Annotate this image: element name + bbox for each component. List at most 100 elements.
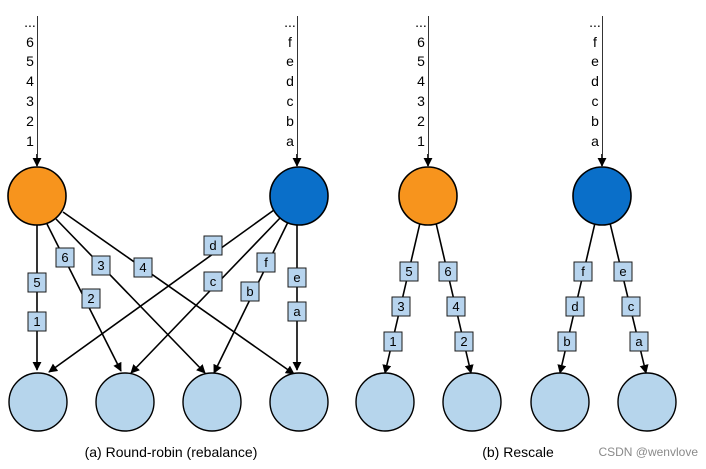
edge-tag-label: 1 xyxy=(389,334,396,349)
edge-tag-label: 1 xyxy=(33,314,40,329)
watermark: CSDN @wenvlove xyxy=(598,445,698,459)
edge-tag: e xyxy=(287,267,307,288)
edge-orange-to-target-3 xyxy=(55,218,206,374)
stream-item: ... xyxy=(415,14,427,30)
edge-tag: 4 xyxy=(446,296,466,317)
edge-tag-label: b xyxy=(246,284,253,299)
edge-tag-label: 6 xyxy=(444,264,451,279)
edge-tag: d xyxy=(565,296,585,317)
stream-item: ... xyxy=(589,14,601,30)
edge-tag: a xyxy=(287,301,307,322)
edge-tag: 4 xyxy=(133,257,153,278)
stream-item: c xyxy=(287,93,294,109)
edge-tag: 1 xyxy=(383,331,403,352)
edge-tag-label: 4 xyxy=(452,299,459,314)
stream-item: f xyxy=(593,34,597,50)
stream-item: e xyxy=(591,53,599,69)
source-node-blue xyxy=(269,166,329,226)
edge-tag-label: f xyxy=(581,264,585,279)
edge-tag: f xyxy=(573,261,593,282)
stream-item: e xyxy=(286,53,294,69)
edge-blue-to-target-1 xyxy=(48,209,275,373)
edge-tag: 3 xyxy=(391,296,411,317)
edge-tag: c xyxy=(621,296,641,317)
stream-label-bg xyxy=(24,14,37,154)
edge-tag-label: 6 xyxy=(61,250,68,265)
stream-item: a xyxy=(591,133,599,149)
stream-orange: ... 6 5 4 3 2 1 xyxy=(415,14,433,167)
stream-item: 5 xyxy=(26,53,34,69)
stream-item: 3 xyxy=(417,93,425,109)
edge-tag-label: 5 xyxy=(33,275,40,290)
edge-tag: 5 xyxy=(399,261,419,282)
stream-item: 1 xyxy=(417,133,425,149)
stream-blue: ... f e d c b a xyxy=(589,14,607,167)
stream-label-bg xyxy=(415,14,428,154)
edge-tag-label: f xyxy=(264,255,268,270)
stream-item: 4 xyxy=(26,73,34,89)
source-node-orange xyxy=(398,166,458,226)
target-node xyxy=(355,372,415,432)
edge-tag-label: c xyxy=(628,299,635,314)
panel-rescale: ... 6 5 4 3 2 1 ... f e d c b a 5 3 xyxy=(355,14,677,460)
stream-blue: ... f e d c b a xyxy=(284,14,302,167)
edge-orange-to-target-4 xyxy=(62,211,295,375)
edge-tag: 6 xyxy=(55,247,75,268)
stream-item: ... xyxy=(284,14,296,30)
stream-item: a xyxy=(286,133,294,149)
stream-orange: ... 6 5 4 3 2 1 xyxy=(24,14,42,167)
edge-tag: b xyxy=(557,331,577,352)
edge-tag: 5 xyxy=(27,272,47,293)
edge-tag: 2 xyxy=(454,331,474,352)
target-node xyxy=(269,372,329,432)
edge-tag: f xyxy=(256,252,276,273)
panel-caption: (b) Rescale xyxy=(482,444,554,460)
stream-item: d xyxy=(591,73,599,89)
stream-item: b xyxy=(286,113,294,129)
stream-item: 1 xyxy=(26,133,34,149)
stream-item: 2 xyxy=(26,113,34,129)
edge-tag-label: c xyxy=(210,274,217,289)
edge-tag: 3 xyxy=(91,255,111,276)
stream-item: b xyxy=(591,113,599,129)
edge-tag-label: a xyxy=(635,334,643,349)
edge-tag-label: 3 xyxy=(397,299,404,314)
edge-tag: a xyxy=(629,331,649,352)
stream-item: 2 xyxy=(417,113,425,129)
edge-tag-label: d xyxy=(209,238,216,253)
edge-blue-to-target-2 xyxy=(130,216,282,374)
edge-tag-label: 3 xyxy=(97,258,104,273)
edge-tag-label: d xyxy=(571,299,578,314)
edge-tag-label: e xyxy=(293,270,300,285)
stream-item: f xyxy=(288,34,292,50)
edge-tag-label: a xyxy=(293,304,301,319)
stream-item: 4 xyxy=(417,73,425,89)
stream-item: 3 xyxy=(26,93,34,109)
edge-tag-label: 2 xyxy=(460,334,467,349)
edge-tag: b xyxy=(240,281,260,302)
edge-tag-label: b xyxy=(563,334,570,349)
edge-tag-label: 4 xyxy=(139,260,146,275)
edge-tag: 6 xyxy=(438,261,458,282)
target-node xyxy=(530,372,590,432)
stream-item: d xyxy=(286,73,294,89)
edge-tag: d xyxy=(203,235,223,256)
target-node xyxy=(8,372,68,432)
target-node xyxy=(617,372,677,432)
edge-tag-label: 5 xyxy=(405,264,412,279)
source-node-blue xyxy=(572,166,632,226)
panel-caption: (a) Round-robin (rebalance) xyxy=(85,444,258,460)
stream-label-bg xyxy=(284,14,297,154)
edge-tag: e xyxy=(613,261,633,282)
source-node-orange xyxy=(7,166,67,226)
edge-tag-label: e xyxy=(619,264,626,279)
stream-item: c xyxy=(592,93,599,109)
target-node xyxy=(95,372,155,432)
panel-round-robin: ... 6 5 4 3 2 1 ... f e d c b a xyxy=(7,14,329,460)
edge-tag-label: 2 xyxy=(87,291,94,306)
edge-tag: c xyxy=(203,271,223,292)
stream-item: 6 xyxy=(26,34,34,50)
edge-tag: 2 xyxy=(81,288,101,309)
stream-item: 5 xyxy=(417,53,425,69)
